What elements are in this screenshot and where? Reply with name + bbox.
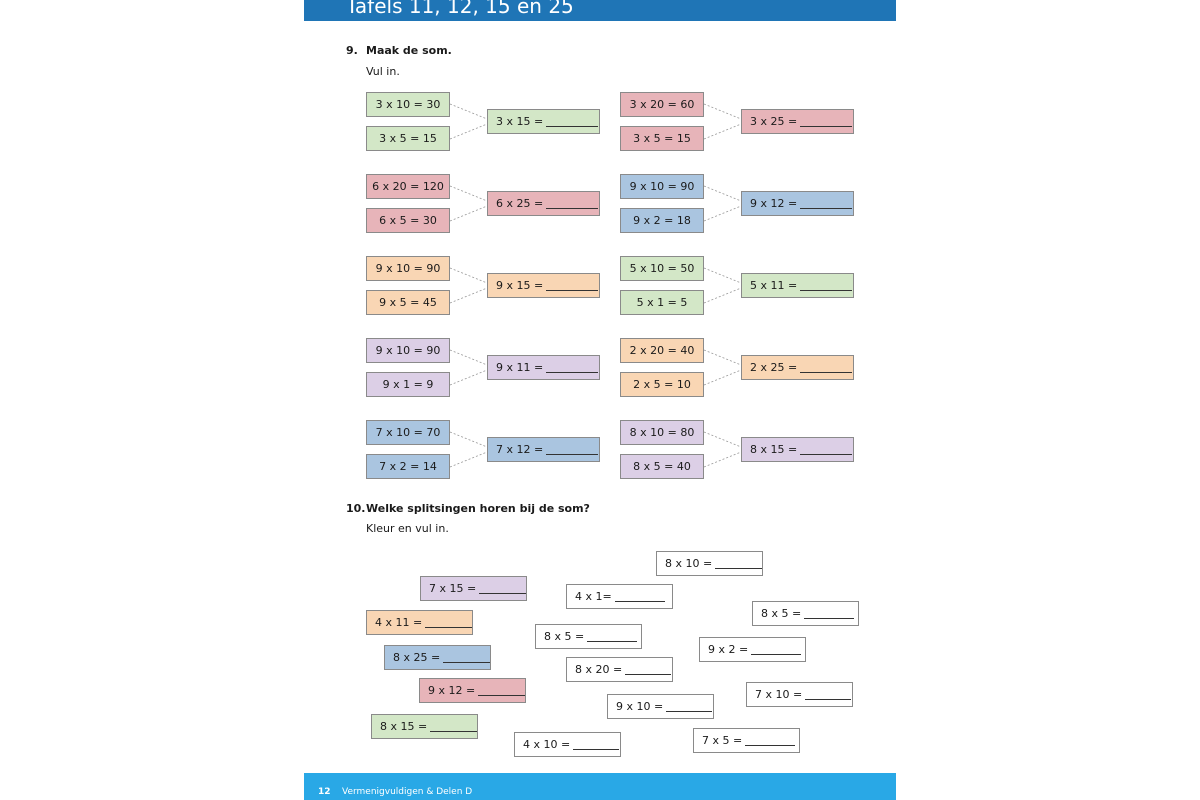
split-box: 9 x 10 = 90 — [366, 256, 450, 281]
answer-box[interactable]: 5 x 11 = — [741, 273, 854, 298]
answer-box[interactable]: 7 x 12 = — [487, 437, 600, 462]
sum-box[interactable]: 7 x 15 = — [420, 576, 527, 601]
split-box: 9 x 2 = 18 — [620, 208, 704, 233]
answer-box[interactable]: 9 x 12 = — [741, 191, 854, 216]
split-box: 5 x 10 = 50 — [620, 256, 704, 281]
split-box: 7 x 10 = 70 — [366, 420, 450, 445]
book-title: Vermenigvuldigen & Delen D — [342, 787, 473, 797]
answer-box[interactable]: 3 x 25 = — [741, 109, 854, 134]
page-number: 12 — [318, 787, 331, 797]
q10-number: 10. — [346, 502, 366, 515]
worksheet-page: Tafels 11, 12, 15 en 25 9. Maak de som. … — [304, 0, 896, 800]
split-box: 6 x 20 = 120 — [366, 174, 450, 199]
split-answer-box[interactable]: 8 x 5 = — [535, 624, 642, 649]
split-box: 3 x 5 = 15 — [366, 126, 450, 151]
split-box: 9 x 10 = 90 — [620, 174, 704, 199]
split-box: 8 x 5 = 40 — [620, 454, 704, 479]
split-box: 9 x 5 = 45 — [366, 290, 450, 315]
q9-instruction: Vul in. — [366, 65, 400, 78]
split-answer-box[interactable]: 7 x 5 = — [693, 728, 800, 753]
split-box: 3 x 20 = 60 — [620, 92, 704, 117]
split-box: 2 x 5 = 10 — [620, 372, 704, 397]
answer-box[interactable]: 9 x 11 = — [487, 355, 600, 380]
q9-title: Maak de som. — [366, 44, 452, 57]
split-answer-box[interactable]: 8 x 20 = — [566, 657, 673, 682]
q10-title: Welke splitsingen horen bij de som? — [366, 502, 590, 515]
sum-box[interactable]: 8 x 15 = — [371, 714, 478, 739]
q10-instruction: Kleur en vul in. — [366, 522, 449, 535]
split-box: 3 x 5 = 15 — [620, 126, 704, 151]
split-answer-box[interactable]: 9 x 2 = — [699, 637, 806, 662]
split-box: 8 x 10 = 80 — [620, 420, 704, 445]
split-answer-box[interactable]: 8 x 5 = — [752, 601, 859, 626]
split-box: 9 x 10 = 90 — [366, 338, 450, 363]
split-box: 7 x 2 = 14 — [366, 454, 450, 479]
split-box: 5 x 1 = 5 — [620, 290, 704, 315]
split-answer-box[interactable]: 4 x 10 = — [514, 732, 621, 757]
answer-box[interactable]: 6 x 25 = — [487, 191, 600, 216]
split-box: 2 x 20 = 40 — [620, 338, 704, 363]
answer-box[interactable]: 8 x 15 = — [741, 437, 854, 462]
q9-number: 9. — [346, 44, 358, 57]
sum-box[interactable]: 8 x 25 = — [384, 645, 491, 670]
answer-box[interactable]: 9 x 15 = — [487, 273, 600, 298]
split-box: 9 x 1 = 9 — [366, 372, 450, 397]
answer-box[interactable]: 2 x 25 = — [741, 355, 854, 380]
split-answer-box[interactable]: 4 x 1= — [566, 584, 673, 609]
footer-bar: 12 Vermenigvuldigen & Delen D — [304, 773, 896, 800]
sum-box[interactable]: 4 x 11 = — [366, 610, 473, 635]
answer-box[interactable]: 3 x 15 = — [487, 109, 600, 134]
sum-box[interactable]: 9 x 12 = — [419, 678, 526, 703]
split-answer-box[interactable]: 9 x 10 = — [607, 694, 714, 719]
split-answer-box[interactable]: 7 x 10 = — [746, 682, 853, 707]
header-bar: Tafels 11, 12, 15 en 25 — [304, 0, 896, 21]
split-answer-box[interactable]: 8 x 10 = — [656, 551, 763, 576]
split-box: 6 x 5 = 30 — [366, 208, 450, 233]
split-box: 3 x 10 = 30 — [366, 92, 450, 117]
page-title: Tafels 11, 12, 15 en 25 — [346, 0, 574, 18]
